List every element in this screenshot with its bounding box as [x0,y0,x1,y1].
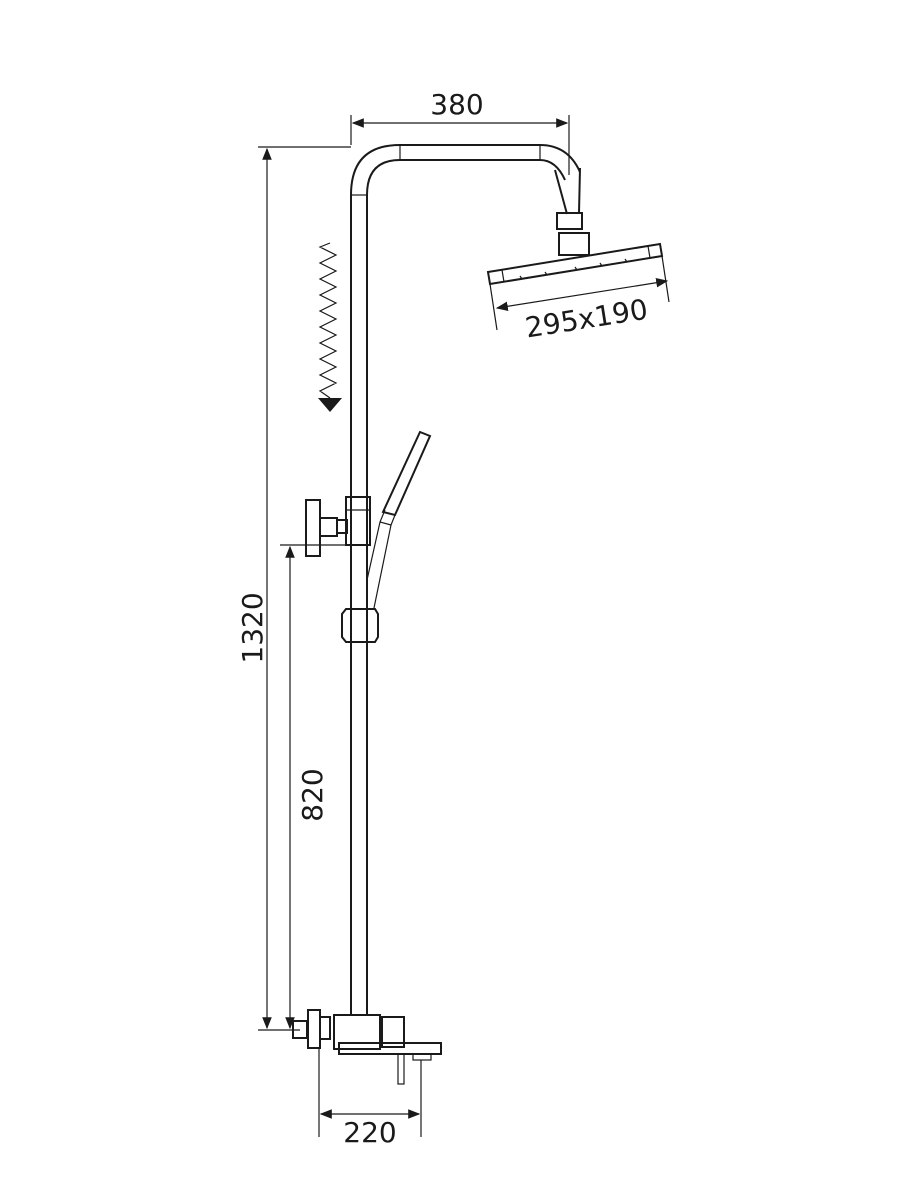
hand-shower [366,430,432,609]
dimension-label-1320: 1320 [236,592,269,663]
dimension-spout-length: 220 [318,1048,422,1149]
shower-arm-drop [554,167,590,256]
dimension-label-380: 380 [430,88,483,121]
dimension-total-height: 1320 [236,146,351,1031]
dimension-label-820: 820 [296,768,329,821]
dimension-mixer-height: 820 [280,544,346,1030]
rain-shower-head [486,242,664,286]
diverter-knob [305,496,371,557]
thermostatic-mixer [292,1009,442,1085]
spring-hose-icon [318,242,342,412]
dimension-head-size: 295x190 [489,255,670,345]
dimension-arm-reach: 380 [350,88,570,175]
dimension-label-220: 220 [343,1116,396,1149]
slide-bar-holder [341,608,379,643]
